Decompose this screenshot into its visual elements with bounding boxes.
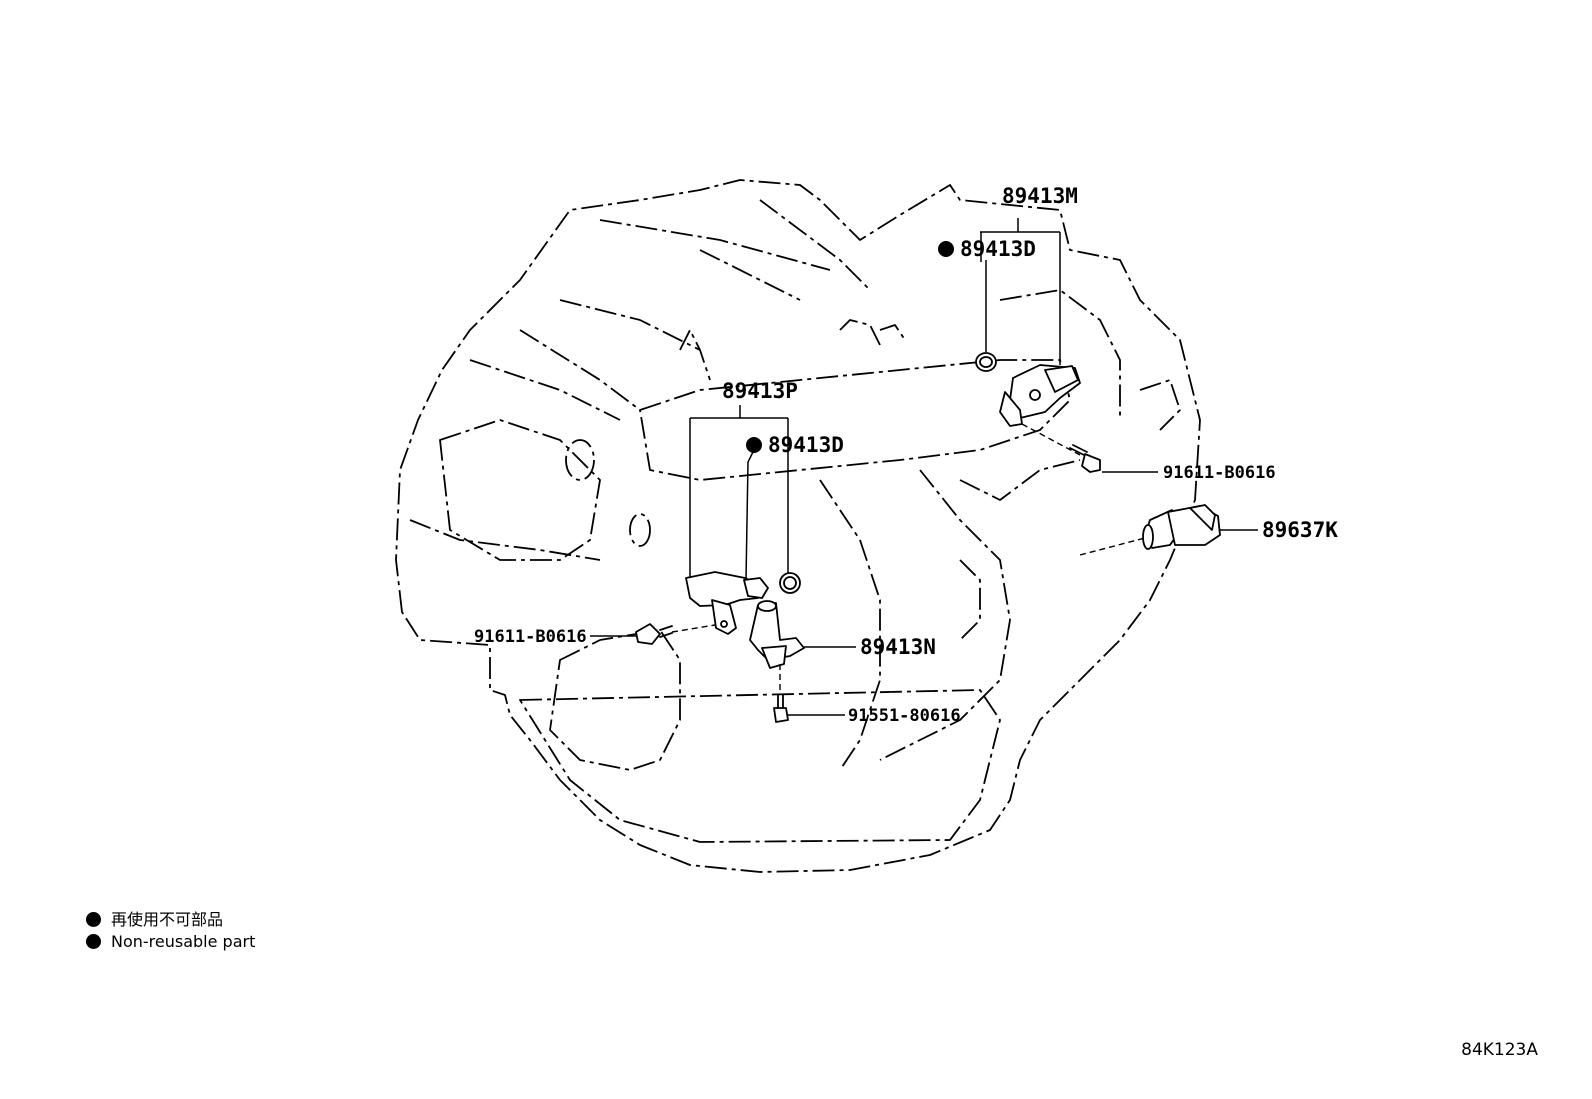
legend-english-text: Non-reusable part xyxy=(111,932,256,951)
leader-lines xyxy=(590,218,1258,716)
bolt-91551-drawing xyxy=(773,694,789,723)
reference-code: 84K123A xyxy=(1461,1040,1538,1060)
assembly-dashed-lines xyxy=(671,423,1146,695)
part-label-89413M: 89413M xyxy=(1002,184,1078,208)
sensor-89413M-drawing xyxy=(999,364,1081,427)
legend-japanese: 再使用不可部品 xyxy=(86,906,223,930)
part-label-89637K: 89637K xyxy=(1262,518,1338,542)
part-label-89413D-mid: 89413D xyxy=(768,433,844,457)
non-reusable-dot-mid xyxy=(746,437,762,453)
legend-english: Non-reusable part xyxy=(86,932,255,951)
transmission-housing xyxy=(395,179,1201,873)
sensor-89413N-drawing xyxy=(749,600,805,669)
part-label-89413P: 89413P xyxy=(722,379,798,403)
part-label-91551: 91551-80616 xyxy=(848,706,961,726)
part-label-89413D-top: 89413D xyxy=(960,237,1036,261)
oring-89413D-mid-drawing xyxy=(779,572,801,594)
bolt-91611-right-drawing xyxy=(1069,444,1101,473)
legend-dot-icon xyxy=(86,912,101,927)
switch-89637K-drawing xyxy=(1142,504,1221,550)
legend-dot-icon xyxy=(86,934,101,949)
part-label-89413N: 89413N xyxy=(860,635,936,659)
sensor-89413P-drawing xyxy=(685,571,769,635)
bolt-91611-left-drawing xyxy=(635,623,673,645)
oring-89413D-top-drawing xyxy=(975,352,997,372)
part-label-91611-right: 91611-B0616 xyxy=(1163,463,1276,483)
non-reusable-dot-top xyxy=(938,241,954,257)
legend-japanese-text: 再使用不可部品 xyxy=(111,910,224,929)
part-label-91611-left: 91611-B0616 xyxy=(474,627,587,647)
